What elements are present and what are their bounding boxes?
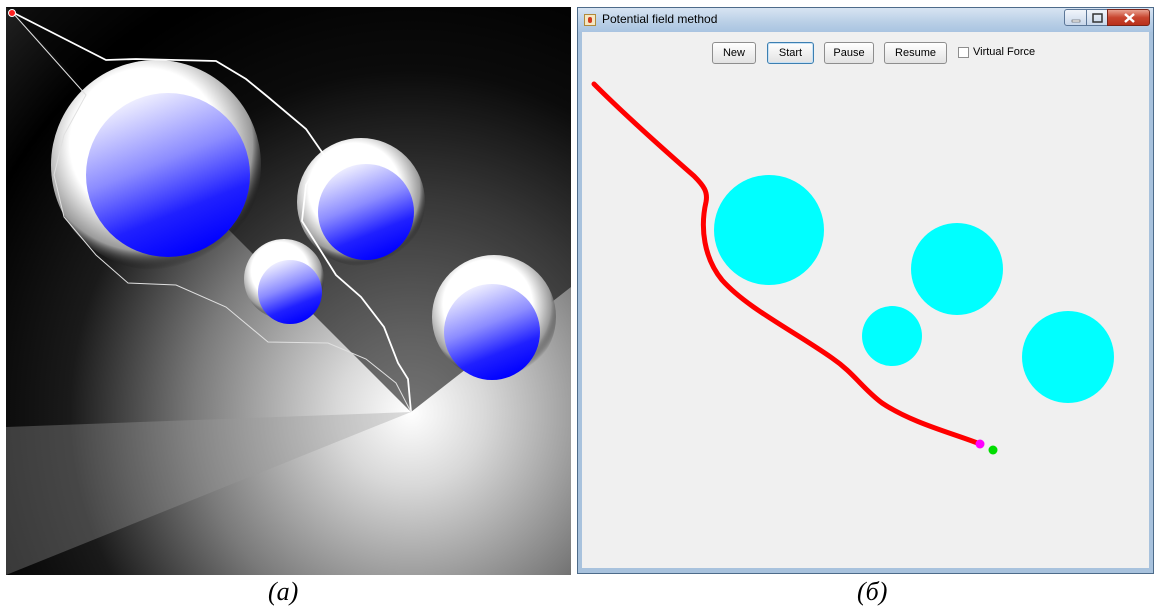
obstacle [862, 306, 922, 366]
field-gray-region [6, 412, 411, 575]
potential-field-image [6, 7, 571, 575]
caption-right: (б) [857, 577, 888, 606]
new-button[interactable]: New [712, 42, 756, 64]
field-obstacle [51, 60, 261, 270]
pause-button[interactable]: Pause [824, 42, 874, 64]
close-icon [1124, 13, 1135, 23]
field-obstacle [432, 255, 556, 380]
java-icon [584, 14, 596, 26]
simulation-canvas[interactable] [582, 68, 1151, 570]
field-path [11, 11, 412, 413]
minimize-icon [1071, 19, 1081, 23]
field-obstacle [244, 239, 324, 324]
resume-button[interactable]: Resume [884, 42, 947, 64]
field-start-marker [8, 9, 16, 17]
start-button[interactable]: Start [767, 42, 814, 64]
virtual-force-checkbox[interactable] [958, 47, 969, 58]
field-obstacle [297, 138, 425, 266]
caption-left: (a) [268, 577, 299, 606]
maximize-button[interactable] [1086, 9, 1108, 26]
obstacle [1022, 311, 1114, 403]
obstacle [714, 175, 824, 285]
potential-field-svg [6, 7, 571, 575]
app-window: Potential field method New Start Pause R… [577, 7, 1154, 574]
virtual-force-label: Virtual Force [973, 46, 1036, 58]
title-bar[interactable]: Potential field method [578, 8, 1153, 32]
close-button[interactable] [1107, 9, 1150, 26]
goal-marker [988, 445, 998, 455]
window-title: Potential field method [602, 12, 718, 26]
maximize-icon [1092, 13, 1103, 23]
obstacle [911, 223, 1003, 315]
client-area: New Start Pause Resume Virtual Force [582, 32, 1149, 568]
robot-path [591, 81, 983, 447]
toolbar: New Start Pause Resume Virtual Force [582, 32, 1149, 68]
field-path [11, 11, 412, 413]
minimize-button[interactable] [1064, 9, 1087, 26]
robot-marker [975, 439, 985, 449]
